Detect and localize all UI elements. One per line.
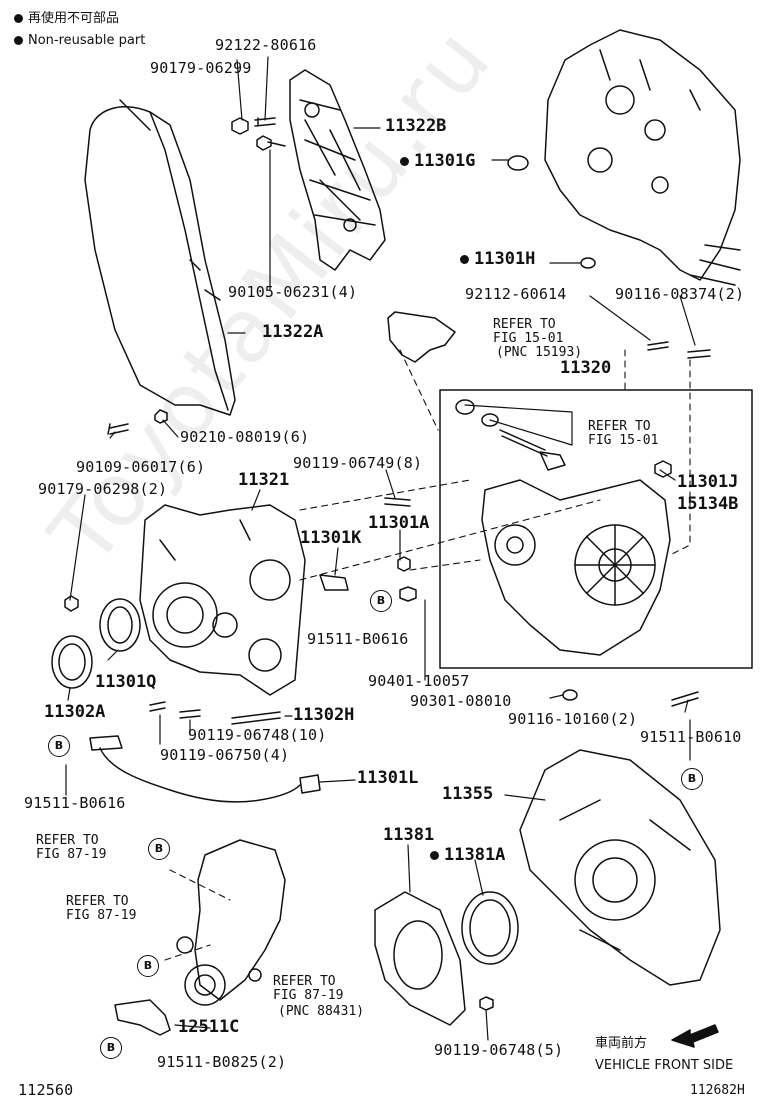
bracket-12511C-illustration <box>114 999 171 1036</box>
timing-cover-11321-illustration <box>139 504 306 696</box>
part-label[interactable]: 11301L <box>357 768 419 788</box>
part-label[interactable]: 90119-06750(4) <box>160 746 290 764</box>
refer-label[interactable]: REFER TO <box>66 894 129 909</box>
gasket-illustration <box>387 311 456 363</box>
circle-b-marker[interactable]: B <box>48 735 70 757</box>
timing-cover-11322A-illustration <box>84 99 236 416</box>
bolts-top <box>107 117 286 435</box>
refer-label[interactable]: FIG 15-01 <box>588 433 659 448</box>
part-label[interactable]: 90210-08019(6) <box>180 428 310 446</box>
non-reusable-dot-icon <box>430 850 439 860</box>
part-label[interactable]: 11320 <box>560 358 612 378</box>
figure-code-right: 112682H <box>690 1083 745 1098</box>
front-arrow-icon <box>671 1024 719 1048</box>
part-label[interactable]: 91511-B0825(2) <box>157 1053 287 1071</box>
part-label[interactable]: 90401-10057 <box>368 672 470 690</box>
part-label[interactable]: 11301Q <box>95 672 157 692</box>
part-label[interactable]: 92112-60614 <box>465 285 567 303</box>
part-label-non-reusable[interactable]: 11301G <box>400 153 475 170</box>
refer-label[interactable]: FIG 87-19 <box>36 847 107 862</box>
part-label[interactable]: 90119-06748(10) <box>188 726 327 744</box>
sensor-11301L-illustration <box>89 735 321 803</box>
part-label[interactable]: 11301A <box>368 513 430 533</box>
part-label[interactable]: 11301K <box>300 528 362 548</box>
part-label[interactable]: 90116-10160(2) <box>508 710 638 728</box>
non-reusable-dot-icon <box>14 36 23 45</box>
part-label[interactable]: 90105-06231(4) <box>228 283 358 301</box>
figure-code-left: 112560 <box>18 1081 74 1099</box>
circle-b-marker[interactable]: B <box>148 838 170 860</box>
front-side-jp: 車両前方 <box>595 1036 648 1051</box>
part-label[interactable]: 90179-06299 <box>150 59 252 77</box>
part-label[interactable]: 90119-06749(8) <box>293 454 423 472</box>
seal-11302A-illustration <box>51 635 93 689</box>
front-side-en: VEHICLE FRONT SIDE <box>595 1058 734 1073</box>
oil-pump-assembly-illustration <box>455 399 672 656</box>
circle-b-marker[interactable]: B <box>681 768 703 790</box>
part-label[interactable]: 90301-08010 <box>410 692 512 710</box>
non-reusable-dot-icon <box>460 254 469 264</box>
non-reusable-dot-icon <box>14 14 23 23</box>
part-label[interactable]: 11381 <box>383 825 435 845</box>
circle-b-marker[interactable]: B <box>137 955 159 977</box>
part-label[interactable]: 11322A <box>262 322 324 342</box>
part-label-non-reusable[interactable]: 11301H <box>460 251 535 268</box>
bolts-mid <box>64 341 711 725</box>
part-label[interactable]: 11321 <box>238 470 290 490</box>
part-label[interactable]: 11302H <box>293 705 355 725</box>
refer-label[interactable]: REFER TO <box>493 317 556 332</box>
seal-11301Q-illustration <box>99 598 141 652</box>
part-label[interactable]: 11301J <box>677 472 739 492</box>
part-label[interactable]: 91511-B0616 <box>24 794 126 812</box>
retainer-11381-illustration <box>374 891 466 1026</box>
legend-jp: 再使用不可部品 <box>14 12 119 25</box>
circle-b-marker[interactable]: B <box>370 590 392 612</box>
tensioner-bracket-illustration <box>176 839 286 1006</box>
part-label[interactable]: 91511-B0616 <box>307 630 409 648</box>
non-reusable-dot-icon <box>400 156 409 166</box>
part-label[interactable]: 12511C <box>178 1017 240 1037</box>
part-label[interactable]: 11322B <box>385 116 447 136</box>
refer-label[interactable]: FIG 87-19 <box>66 908 137 923</box>
part-label[interactable]: 91511-B0610 <box>640 728 742 746</box>
refer-label[interactable]: REFER TO <box>36 833 99 848</box>
legend-en: Non-reusable part <box>14 34 145 47</box>
refer-label: (PNC 15193) <box>496 345 583 360</box>
oil-pump-group-box <box>439 389 753 669</box>
refer-label[interactable]: FIG 87-19 <box>273 988 344 1003</box>
refer-label[interactable]: FIG 15-01 <box>493 331 564 346</box>
refer-label[interactable]: REFER TO <box>588 419 651 434</box>
part-label[interactable]: 90179-06298(2) <box>38 480 168 498</box>
part-label[interactable]: 15134B <box>677 494 739 514</box>
part-label[interactable]: 90119-06748(5) <box>434 1041 564 1059</box>
refer-label[interactable]: REFER TO <box>273 974 336 989</box>
part-label[interactable]: 11302A <box>44 702 106 722</box>
part-label[interactable]: 92122-80616 <box>215 36 317 54</box>
seal-11381A-illustration <box>461 891 519 965</box>
part-label-non-reusable[interactable]: 11381A <box>430 847 505 864</box>
part-label[interactable]: 90116-08374(2) <box>615 285 745 303</box>
refer-label: (PNC 88431) <box>278 1004 365 1019</box>
timing-cover-11322B-illustration <box>289 69 386 271</box>
part-label[interactable]: 11355 <box>442 784 494 804</box>
plate-11355-illustration <box>519 749 721 986</box>
part-label[interactable]: 90109-06017(6) <box>76 458 206 476</box>
engine-block-illustration <box>544 29 741 286</box>
circle-b-marker[interactable]: B <box>100 1037 122 1059</box>
